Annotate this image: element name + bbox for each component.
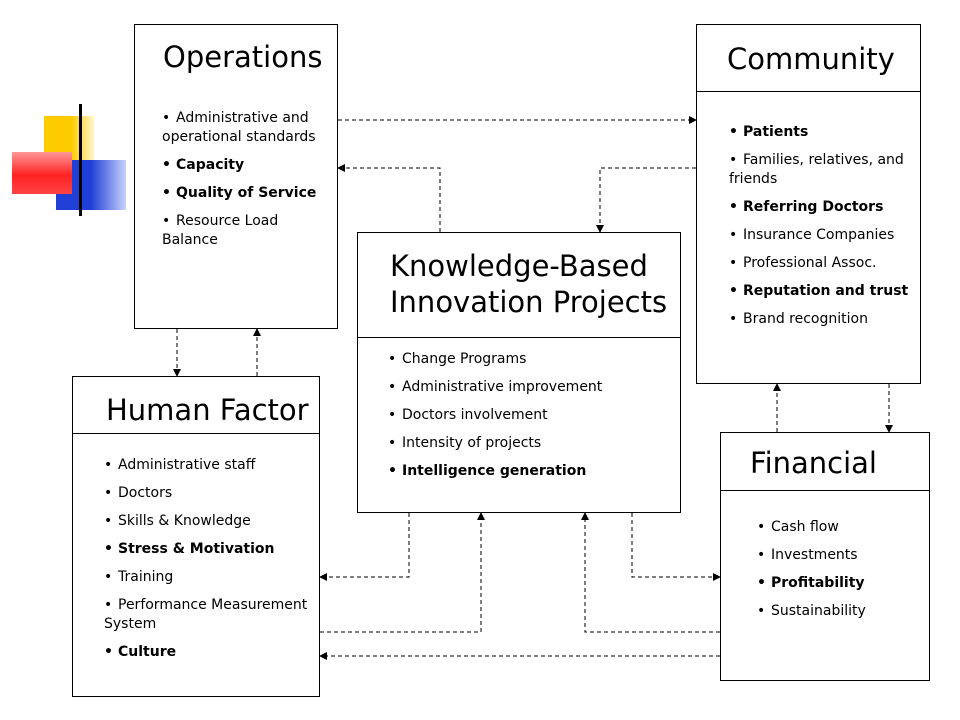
list-item: Change Programs <box>388 350 673 369</box>
list-item: Administrative staff <box>104 456 314 475</box>
financial-list: Cash flowInvestmentsProfitabilitySustain… <box>757 518 927 630</box>
arrow-humanfactor-to-knowledge <box>320 512 485 633</box>
list-item: Culture <box>104 643 314 662</box>
list-item: Administrative improvement <box>388 378 673 397</box>
list-item: Doctors involvement <box>388 406 673 425</box>
list-item: Resource Load Balance <box>162 212 327 250</box>
list-item: Training <box>104 568 314 587</box>
arrow-financial-to-knowledge <box>581 512 720 633</box>
community-title: Community <box>727 42 895 76</box>
community-divider <box>697 91 920 92</box>
list-item: Intelligence generation <box>388 462 673 481</box>
knowledge-projects-box: Knowledge-Based Innovation Projects Chan… <box>357 232 681 513</box>
list-item: Insurance Companies <box>729 226 914 245</box>
list-item: Patients <box>729 123 914 142</box>
deco-vertical-bar <box>79 104 82 216</box>
operations-list: Administrative and operational standards… <box>162 109 327 259</box>
knowledge-title-line2: Innovation Projects <box>390 285 668 319</box>
arrow-knowledge-to-humanfactor <box>319 513 410 581</box>
list-item: Families, relatives, and friends <box>729 151 914 189</box>
financial-title: Financial <box>750 446 877 480</box>
list-item: Stress & Motivation <box>104 540 314 559</box>
list-item: Sustainability <box>757 602 927 621</box>
deco-red-square <box>12 152 72 194</box>
human-factor-list: Administrative staffDoctorsSkills & Know… <box>104 456 314 671</box>
arrow-knowledge-to-operations <box>337 164 441 232</box>
list-item: Investments <box>757 546 927 565</box>
arrow-community-to-knowledge <box>596 167 696 233</box>
financial-divider <box>721 490 929 491</box>
list-item: Professional Assoc. <box>729 254 914 273</box>
list-item: Intensity of projects <box>388 434 673 453</box>
list-item: Doctors <box>104 484 314 503</box>
list-item: Administrative and operational standards <box>162 109 327 147</box>
financial-box: Financial Cash flowInvestmentsProfitabil… <box>720 432 930 681</box>
list-item: Profitability <box>757 574 927 593</box>
list-item: Referring Doctors <box>729 198 914 217</box>
arrow-knowledge-to-financial <box>631 513 721 581</box>
knowledge-list: Change ProgramsAdministrative improvemen… <box>388 350 673 490</box>
list-item: Reputation and trust <box>729 282 914 301</box>
knowledge-divider <box>358 337 680 338</box>
list-item: Capacity <box>162 156 327 175</box>
operations-box: Operations Administrative and operationa… <box>134 24 338 329</box>
list-item: Skills & Knowledge <box>104 512 314 531</box>
list-item: Cash flow <box>757 518 927 537</box>
human-factor-box: Human Factor Administrative staffDoctors… <box>72 376 320 697</box>
human-factor-divider <box>73 433 319 434</box>
list-item: Quality of Service <box>162 184 327 203</box>
operations-title: Operations <box>163 40 323 74</box>
community-box: Community PatientsFamilies, relatives, a… <box>696 24 921 384</box>
community-list: PatientsFamilies, relatives, and friends… <box>729 123 914 338</box>
knowledge-title-line1: Knowledge-Based <box>390 249 648 283</box>
decorative-squares-graphic <box>10 100 130 220</box>
human-factor-title: Human Factor <box>106 393 309 427</box>
list-item: Performance Measurement System <box>104 596 314 634</box>
list-item: Brand recognition <box>729 310 914 329</box>
